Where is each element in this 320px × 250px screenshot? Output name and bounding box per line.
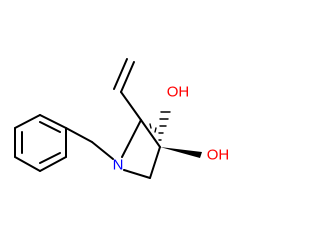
hashed-wedge-bond bbox=[158, 111, 171, 141]
ring-bond bbox=[14, 156, 41, 172]
ch2-n-bond bbox=[91, 141, 114, 160]
ring-bond bbox=[149, 146, 161, 179]
nitrogen-label: N bbox=[113, 157, 124, 174]
ring-bond bbox=[121, 119, 142, 158]
ring-bond bbox=[14, 114, 41, 129]
ring-bond bbox=[140, 119, 161, 148]
vinyl-bond bbox=[120, 91, 142, 121]
vinyl-double-bond bbox=[120, 61, 135, 93]
structure-diagram: N OH OH bbox=[14, 58, 230, 179]
pyrrolidine-ring bbox=[121, 119, 161, 179]
hashed-wedge-bond-vinyl bbox=[149, 123, 157, 133]
hydroxyl-top-label: OH bbox=[167, 84, 190, 101]
ring-bond bbox=[39, 114, 67, 129]
benzene-ring bbox=[14, 114, 67, 172]
ring-double-bond bbox=[39, 121, 61, 133]
bold-wedge-bond bbox=[160, 147, 202, 158]
ring-bond bbox=[123, 169, 151, 179]
benzyl-bond bbox=[65, 127, 93, 143]
ring-bond bbox=[39, 156, 67, 172]
ring-double-bond bbox=[39, 152, 61, 164]
vinyl-double-bond bbox=[113, 58, 128, 90]
hydroxyl-right-label: OH bbox=[207, 147, 230, 164]
